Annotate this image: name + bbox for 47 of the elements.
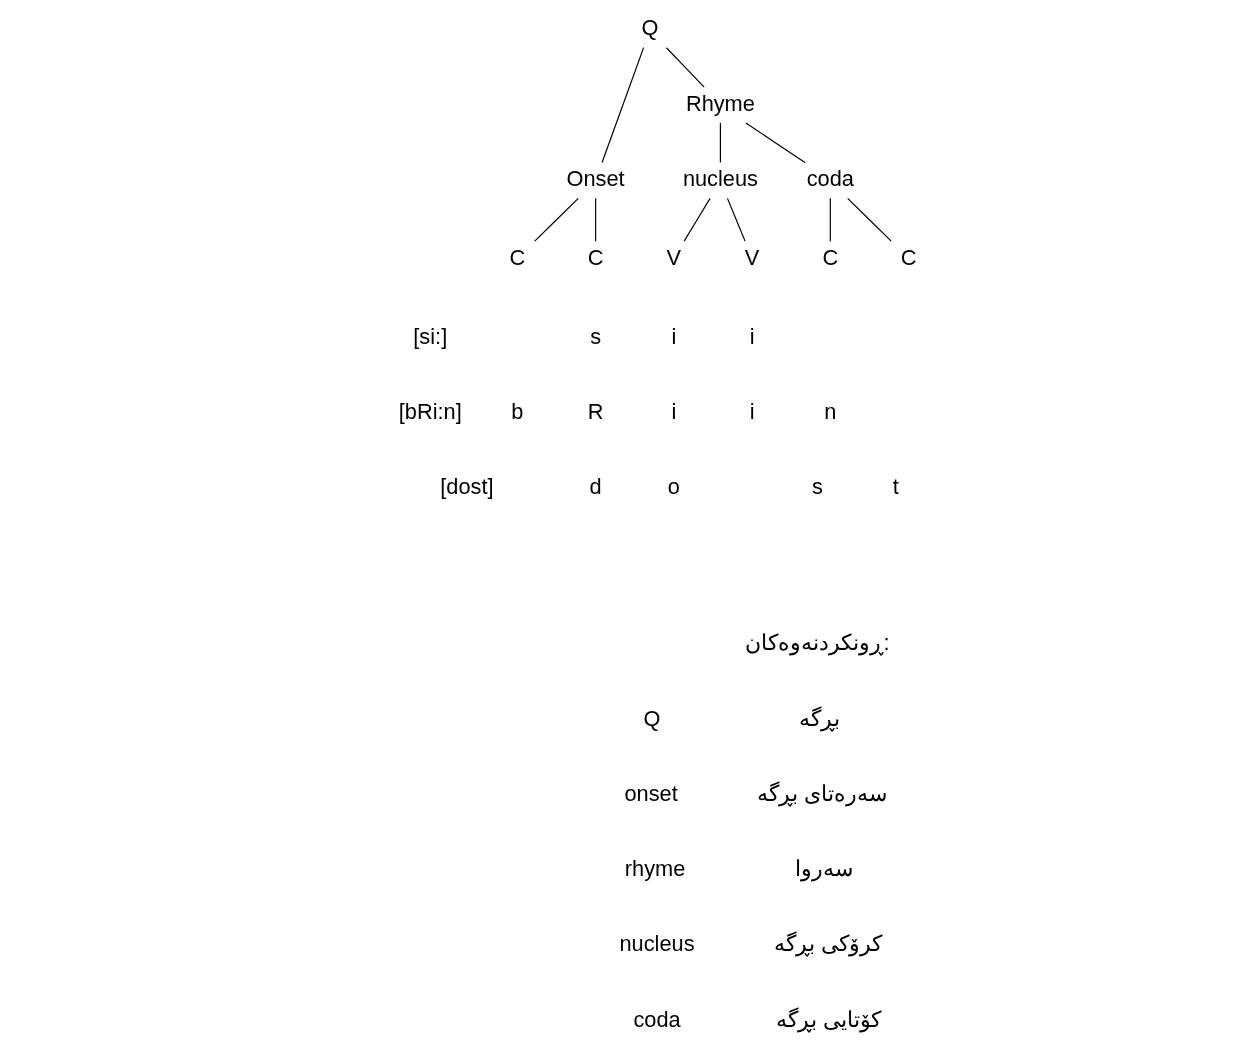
label: b [510,398,523,424]
connector [719,122,721,163]
connector [846,197,892,242]
node-text: Onset [566,165,625,191]
label: ڕونکردنەوەکان: [744,630,889,656]
label: Q [643,705,661,731]
label: nucleus [619,931,695,957]
node-text: V [744,244,759,270]
node-text: C [587,244,603,270]
node-text: C [900,244,916,270]
node-text: coda [806,165,854,191]
label: سەروا [794,856,853,882]
connector [683,197,711,242]
label: rhyme [624,856,685,882]
label: d [589,474,602,500]
label: i [670,398,676,424]
label: کۆتایی بڕگە [775,1006,881,1032]
label: o [667,474,680,500]
label: onset [623,780,678,806]
connector [665,47,705,88]
connector [594,197,596,242]
connector [829,197,831,242]
label: کرۆکی بڕگە [773,931,882,957]
connector [601,47,644,164]
node-text: Rhyme [685,90,755,116]
node-text: nucleus [682,165,758,191]
label: [bRi:n] [398,398,462,424]
node-text: Q [641,15,659,41]
node-text: C [821,244,838,270]
label: R [587,398,603,424]
connector [726,197,746,242]
label: [si:] [412,323,447,349]
node-text: V [666,244,681,270]
label: t [892,474,899,500]
label: i [749,398,755,424]
label: سەرەتای بڕگە [756,780,887,806]
label: i [749,323,755,349]
node-text: C [509,244,525,270]
label: s [589,323,601,349]
label: s [811,474,823,500]
label: coda [632,1006,681,1032]
label: n [823,398,836,424]
label: i [670,323,676,349]
connector [744,122,806,163]
label: [dost] [439,474,494,500]
connector [533,197,579,242]
label: بڕگە [798,705,840,731]
